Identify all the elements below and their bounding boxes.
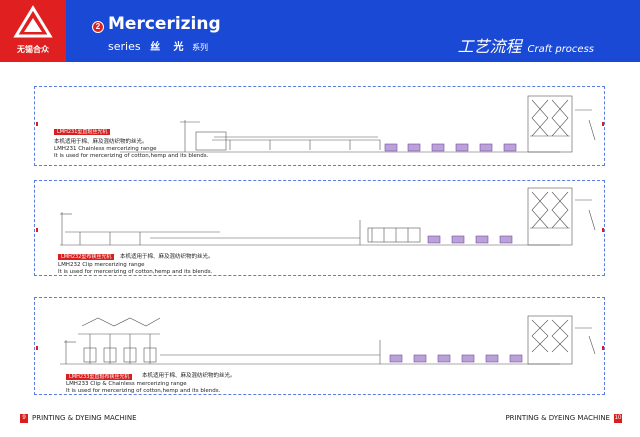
series-cn: 丝 光 bbox=[150, 42, 189, 53]
page-number-left: 9 bbox=[20, 414, 28, 423]
red-marker bbox=[602, 122, 604, 126]
footer-text-left: PRINTING & DYEING MACHINE bbox=[32, 414, 137, 422]
machine-desc-3: LMH233 Clip & Chainless mercerizing rang… bbox=[66, 381, 220, 395]
machine-panel-2 bbox=[34, 180, 605, 276]
red-marker bbox=[36, 122, 38, 126]
page-number-right: 10 bbox=[614, 414, 622, 423]
machine-desc-en2-1: It is used for mercerizing of cotton,hem… bbox=[54, 153, 209, 159]
logo-text: 无锡合众 bbox=[17, 45, 49, 54]
machine-desc-en1-3: LMH233 Clip & Chainless mercerizing rang… bbox=[66, 381, 187, 387]
machine-units-3 bbox=[389, 354, 523, 363]
red-marker bbox=[602, 228, 604, 232]
machine-drawing-1 bbox=[120, 95, 596, 153]
red-marker bbox=[36, 228, 38, 232]
machine-tag-3: LMH233型直辊布铗丝光机 bbox=[66, 374, 133, 380]
machine-desc-1: 本机适用于棉、麻及混纺织物的丝光。 LMH231 Chainless merce… bbox=[54, 139, 208, 160]
craft-process-title: 工艺流程 Craft process bbox=[457, 33, 594, 57]
series-label: series bbox=[108, 40, 141, 53]
logo: 无锡合众 bbox=[0, 0, 66, 62]
craft-process-en: Craft process bbox=[527, 44, 595, 55]
machine-desc-cn-3: 本机适用于棉、麻及混纺织物的丝光。 bbox=[142, 373, 236, 379]
red-marker bbox=[602, 346, 604, 350]
machine-tag-1: LMH231型直辊丝光机 bbox=[54, 129, 111, 135]
machine-units-2 bbox=[427, 235, 513, 244]
page-title: Mercerizing bbox=[108, 14, 221, 34]
machine-units-1 bbox=[384, 143, 517, 152]
section-number-badge: 2 bbox=[92, 21, 104, 33]
machine-drawing-2 bbox=[60, 187, 596, 246]
machine-tag-2: LMH232型布铗丝光机 bbox=[58, 254, 115, 260]
series-cn-small: 系列 bbox=[192, 43, 209, 52]
machine-desc-en1-2: LMH232 Clip mercerizing range bbox=[58, 262, 145, 268]
triangle-logo-icon bbox=[13, 5, 53, 38]
machine-desc-en2-3: It is used for mercerizing of cotton,hem… bbox=[66, 388, 221, 394]
header-bar bbox=[0, 0, 640, 62]
machine-panel-3 bbox=[34, 297, 605, 395]
footer-text-right: PRINTING & DYEING MACHINE bbox=[505, 414, 610, 422]
machine-panel-1 bbox=[34, 86, 605, 166]
machine-desc-cn-2: 本机适用于棉、麻及混纺织物的丝光。 bbox=[120, 254, 214, 260]
red-marker bbox=[36, 346, 38, 350]
machine-desc-en2-2: It is used for mercerizing of cotton,hem… bbox=[58, 269, 213, 275]
machine-drawing-3 bbox=[60, 315, 596, 365]
machine-desc-en1-1: LMH231 Chainless mercerizing range bbox=[54, 146, 157, 152]
machine-desc-cn-1: 本机适用于棉、麻及混纺织物的丝光。 bbox=[54, 139, 148, 145]
craft-process-cn: 工艺流程 bbox=[457, 37, 522, 56]
machine-desc-2: LMH232 Clip mercerizing range It is used… bbox=[58, 262, 212, 276]
page-subtitle: series 丝 光 系列 bbox=[108, 38, 208, 53]
